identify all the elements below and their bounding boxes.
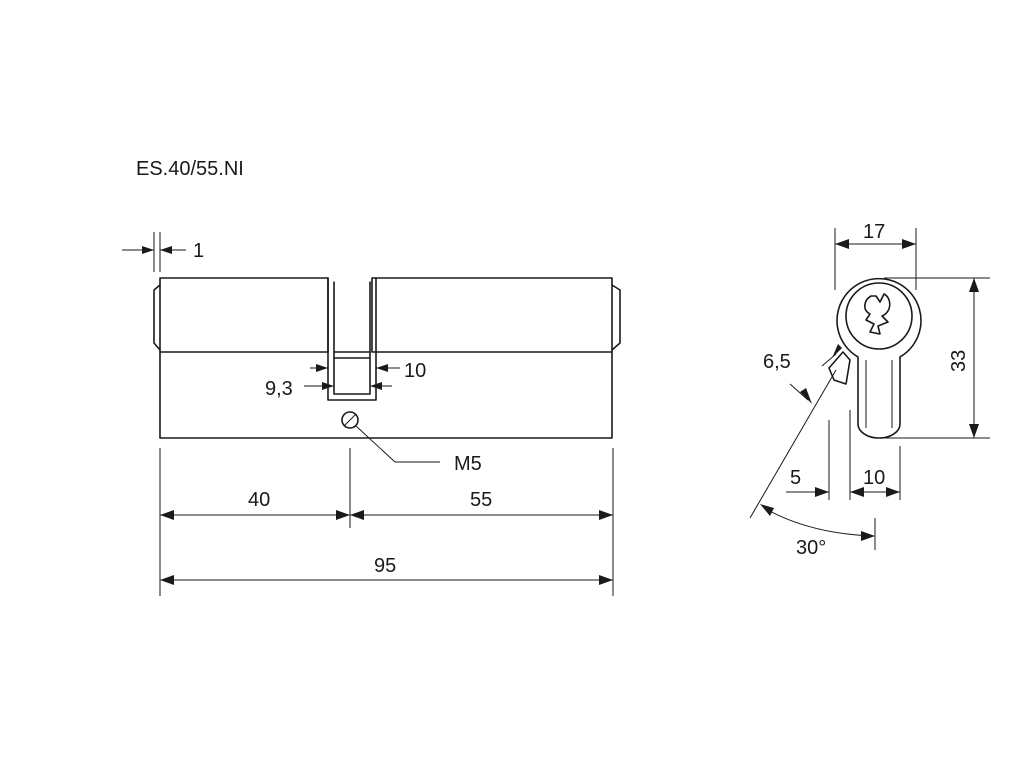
plug-outline — [159, 277, 613, 353]
dim-body-label: 10 — [863, 467, 885, 489]
m5-leader — [355, 425, 440, 463]
arrow-head — [832, 344, 842, 358]
dim-right-label: 55 — [470, 489, 492, 511]
arrow-head — [599, 510, 613, 520]
dim-left-label: 40 — [248, 489, 270, 511]
arrow-head — [376, 364, 388, 372]
arrow-head — [969, 424, 979, 438]
end-view: 17 33 6,5 5 10 30° — [749, 221, 990, 559]
profile-outline — [836, 277, 922, 439]
cam-slot — [327, 277, 377, 401]
dim-screw-label: M5 — [454, 453, 482, 475]
dim-cam-label: 6,5 — [763, 351, 791, 373]
arrow-head — [599, 575, 613, 585]
arrow-head — [902, 239, 916, 249]
cylinder-body — [159, 351, 613, 439]
drawing-title: ES.40/55.NI — [136, 158, 244, 180]
dim-angle-label: 30° — [796, 537, 826, 559]
cam — [828, 351, 851, 385]
dim-total-label: 95 — [374, 555, 396, 577]
dim-flange-label: 1 — [193, 240, 204, 262]
dim-cam-width-label: 10 — [404, 360, 426, 382]
arrow-head — [835, 239, 849, 249]
arrow-head — [350, 510, 364, 520]
dim-height-label: 33 — [948, 350, 970, 372]
dim-width-label: 17 — [863, 221, 885, 243]
arrow-head — [316, 364, 328, 372]
side-view: M5 1 10 9,3 40 55 — [122, 232, 621, 596]
arrow-head — [886, 487, 900, 497]
arrow-head — [760, 504, 774, 516]
arrow-head — [322, 382, 334, 390]
arrow-head — [160, 510, 174, 520]
keyway-icon — [864, 293, 891, 335]
arrow-head — [815, 487, 829, 497]
screw-hole-mark — [343, 413, 357, 427]
arrow-head — [142, 246, 154, 254]
dim-offset-label: 5 — [790, 467, 801, 489]
left-plug-end — [153, 284, 161, 351]
arrow-head — [336, 510, 350, 520]
plug-circle — [845, 282, 913, 350]
arrow-head — [160, 246, 172, 254]
arrow-head — [969, 278, 979, 292]
arrow-head — [800, 388, 812, 404]
angle-line — [749, 369, 837, 519]
arrow-head — [160, 575, 174, 585]
right-plug-end — [611, 284, 621, 351]
arrow-head — [370, 382, 382, 390]
arrow-head — [861, 531, 875, 541]
dim-cam-gap-label: 9,3 — [265, 378, 293, 400]
angle-arc — [763, 507, 875, 537]
screw-hole — [341, 411, 359, 429]
dim-line — [789, 383, 809, 401]
arrow-head — [850, 487, 864, 497]
